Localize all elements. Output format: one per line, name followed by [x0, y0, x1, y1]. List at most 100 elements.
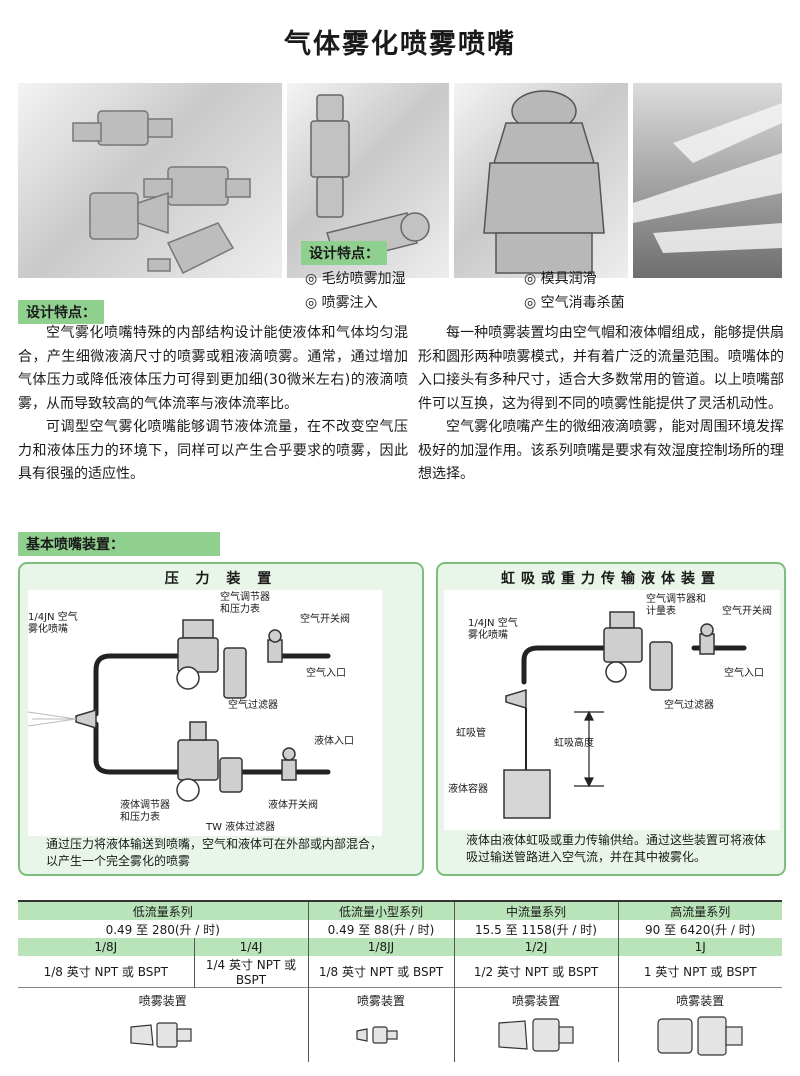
- pressure-setup-title: 压 力 装 置: [164, 571, 278, 587]
- product-photo-1: [18, 83, 282, 278]
- pressure-caption: 通过压力将液体输送到喷嘴，空气和液体可在外部或内部混合，以产生一个完全雾化的喷雾: [46, 837, 383, 868]
- air-regulator: [177, 637, 219, 673]
- product-photo-4: [633, 83, 782, 278]
- setup-label: 喷雾装置: [356, 994, 405, 1008]
- design-features-heading: 设计特点：: [18, 300, 104, 324]
- thread-size: 1/4 英寸 NPT 或 BSPT: [194, 956, 309, 988]
- thread-size: 1/8 英寸 NPT 或 BSPT: [308, 956, 455, 988]
- left-text-column: 空气雾化喷嘴特殊的内部结构设计能使液体和气体均匀混合，产生细微液滴尺寸的喷雾或粗…: [18, 322, 408, 487]
- basic-setup-heading: 基本喷嘴装置：: [18, 532, 220, 556]
- siphon-height-label: 虹吸高度: [554, 738, 594, 749]
- table-row: 1/8J 1/4J 1/8JJ 1/2J 1J: [18, 938, 782, 956]
- setup-cell: 喷雾装置: [18, 987, 309, 1062]
- liquid-valve-label: 液体开关阀: [268, 800, 318, 811]
- air-valve: [699, 633, 715, 655]
- series-name: 低流量小型系列: [308, 900, 455, 920]
- setup-cell: 喷雾装置: [454, 987, 619, 1062]
- siphon-setup-title: 虹吸或重力传输液体装置: [501, 571, 721, 587]
- air-filter-label: 空气过滤器: [228, 700, 278, 711]
- air-inlet-label: 空气入口: [306, 668, 346, 679]
- nozzle-assembly-image: [72, 110, 251, 275]
- product-photo-3: [454, 83, 628, 278]
- page-title: 气体雾化喷雾喷嘴: [284, 29, 516, 60]
- flow-range: 0.49 至 88(升 / 时): [308, 920, 455, 938]
- model-code: 1J: [618, 938, 782, 956]
- setup-cell: 喷雾装置: [308, 987, 455, 1062]
- nozzle-label: 1/4JN 空气 雾化喷嘴: [28, 612, 78, 635]
- thread-size: 1 英寸 NPT 或 BSPT: [643, 965, 757, 979]
- regulator-label: 空气调节器和 计量表: [646, 594, 706, 617]
- nozzle-label: 1/4JN 空气 雾化喷嘴: [468, 618, 518, 641]
- liquid-pressure-gauge-icon: [176, 778, 200, 802]
- spec-table: 低流量系列 低流量小型系列 中流量系列 高流量系列 0.49 至 280(升 /…: [18, 900, 782, 1062]
- feature-item: ◎ 喷雾注入: [305, 295, 378, 311]
- liquid-valve: [281, 759, 297, 781]
- small-nozzle-icon: [130, 1022, 192, 1048]
- model-code: 1/4J: [194, 938, 309, 956]
- siphon-diagram-area: [444, 590, 780, 830]
- right-text-column: 每一种喷雾装置均由空气帽和液体帽组成，能够提供扇形和圆形两种喷雾模式，并有着广泛…: [418, 322, 784, 487]
- spec-table-wrapper: 低流量系列 低流量小型系列 中流量系列 高流量系列 0.49 至 280(升 /…: [18, 900, 782, 1062]
- liquid-regulator-label: 液体调节器 和压力表: [120, 800, 170, 823]
- setup-cell: 喷雾装置: [618, 987, 782, 1062]
- liquid-inlet-label: 液体入口: [314, 736, 354, 747]
- flow-range: 0.49 至 280(升 / 时): [18, 920, 309, 938]
- series-name: 低流量系列: [18, 900, 309, 920]
- siphon-setup-panel: 虹吸或重力传输液体装置: [436, 562, 786, 876]
- medium-nozzle-icon: [498, 1018, 574, 1052]
- nozzle-icon: [75, 708, 97, 730]
- table-row: 1/8 英寸 NPT 或 BSPT 1/4 英寸 NPT 或 BSPT 1/8 …: [18, 956, 782, 988]
- paragraph: 可调型空气雾化喷嘴能够调节液体流量，在不改变空气压力和液体压力的环境下，同样可以…: [18, 419, 408, 482]
- nozzle-closeup-image: [483, 90, 605, 274]
- regulator-knob: [182, 619, 214, 639]
- paragraph: 空气雾化喷嘴产生的微细液滴喷雾，能对周围环境发挥极好的加湿作用。该系列喷嘴是要求…: [418, 419, 784, 482]
- air-filter: [223, 647, 247, 699]
- liquid-regulator: [177, 739, 219, 781]
- model-code: 1/8J: [18, 938, 195, 956]
- table-row: 低流量系列 低流量小型系列 中流量系列 高流量系列: [18, 900, 782, 920]
- pressure-gauge-icon: [176, 666, 200, 690]
- pressure-setup-panel: 压 力 装 置: [18, 562, 424, 876]
- table-row: 0.49 至 280(升 / 时) 0.49 至 88(升 / 时) 15.5 …: [18, 920, 782, 938]
- tw-filter-label: TW 液体过滤器: [206, 822, 276, 833]
- siphon-diagram: [503, 611, 747, 819]
- flow-range: 90 至 6420(升 / 时): [645, 922, 756, 937]
- air-regulator: [603, 627, 643, 663]
- nozzle-parts-image: [310, 94, 430, 264]
- gauge-icon: [605, 661, 627, 683]
- thread-size: 1/8 英寸 NPT 或 BSPT: [18, 956, 195, 988]
- air-filter: [649, 641, 673, 691]
- model-code: 1/8JJ: [308, 938, 455, 956]
- air-filter-label: 空气过滤器: [664, 700, 714, 711]
- spray-pattern-image: [633, 103, 782, 253]
- liquid-container: [503, 769, 551, 819]
- feature-item: ◎ 模具润滑: [524, 271, 597, 287]
- setup-label: 喷雾装置: [511, 994, 560, 1008]
- flow-range: 15.5 至 1158(升 / 时): [454, 920, 619, 938]
- thread-size: 1/2 英寸 NPT 或 BSPT: [454, 956, 619, 988]
- series-name: 高流量系列: [618, 900, 782, 920]
- design-features-tag: 设计特点：: [301, 241, 387, 265]
- siphon-tube-label: 虹吸管: [456, 728, 486, 739]
- model-code: 1/2J: [454, 938, 619, 956]
- air-valve-label: 空气开关阀: [722, 606, 772, 617]
- air-inlet-label: 空气入口: [724, 668, 764, 679]
- air-valve-label: 空气开关阀: [300, 614, 350, 625]
- setup-label: 喷雾装置: [138, 994, 187, 1008]
- pressure-diagram-area: [27, 590, 382, 836]
- tw-filter: [219, 757, 243, 793]
- setup-label: 喷雾装置: [676, 994, 725, 1008]
- regulator-knob: [609, 611, 635, 629]
- large-nozzle-icon: [657, 1016, 743, 1056]
- series-name: 中流量系列: [454, 900, 619, 920]
- nozzle-icon: [505, 688, 527, 710]
- mini-nozzle-icon: [356, 1026, 398, 1044]
- pressure-diagram: [27, 619, 331, 802]
- container-label: 液体容器: [448, 784, 488, 795]
- feature-item: ◎ 空气消毒杀菌: [524, 295, 625, 311]
- table-row: 喷雾装置 喷雾装置 喷雾装置: [18, 987, 782, 1062]
- air-regulator-label: 空气调节器 和压力表: [220, 592, 270, 615]
- feature-item: ◎ 毛纺喷雾加湿: [305, 271, 406, 287]
- paragraph: 每一种喷雾装置均由空气帽和液体帽组成，能够提供扇形和圆形两种喷雾模式，并有着广泛…: [418, 325, 784, 412]
- air-valve: [267, 639, 283, 663]
